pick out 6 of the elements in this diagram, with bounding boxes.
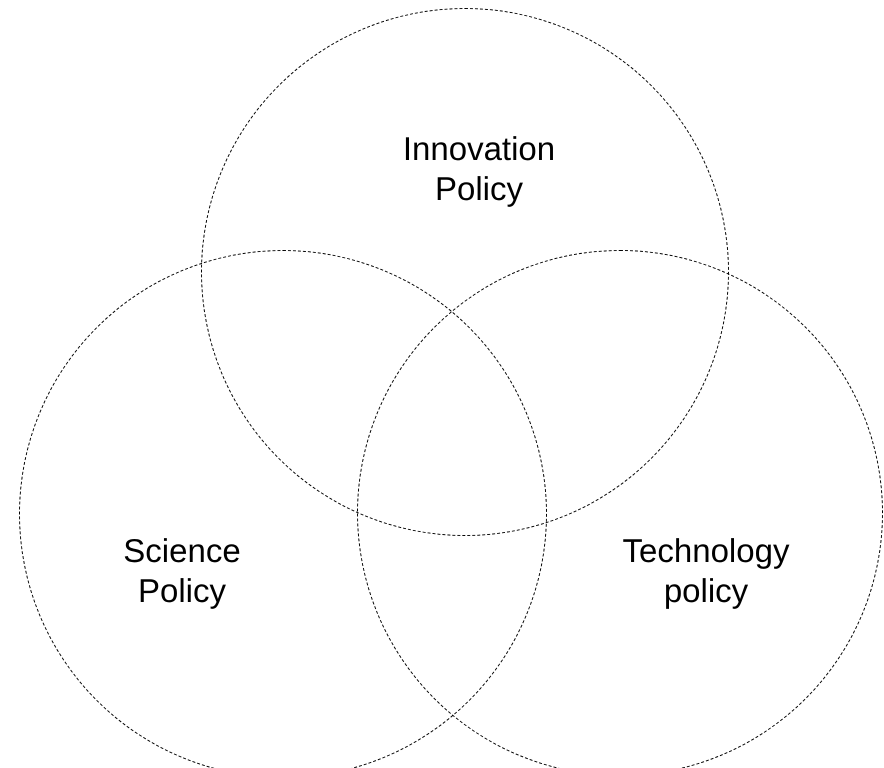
dashed-circle	[19, 250, 547, 768]
circle-label: Science Policy	[122, 531, 242, 611]
dashed-circle	[201, 8, 729, 536]
circle-label: Technology policy	[622, 531, 790, 611]
dashed-circle	[357, 250, 883, 768]
circle-label: Innovation Policy	[402, 129, 556, 209]
